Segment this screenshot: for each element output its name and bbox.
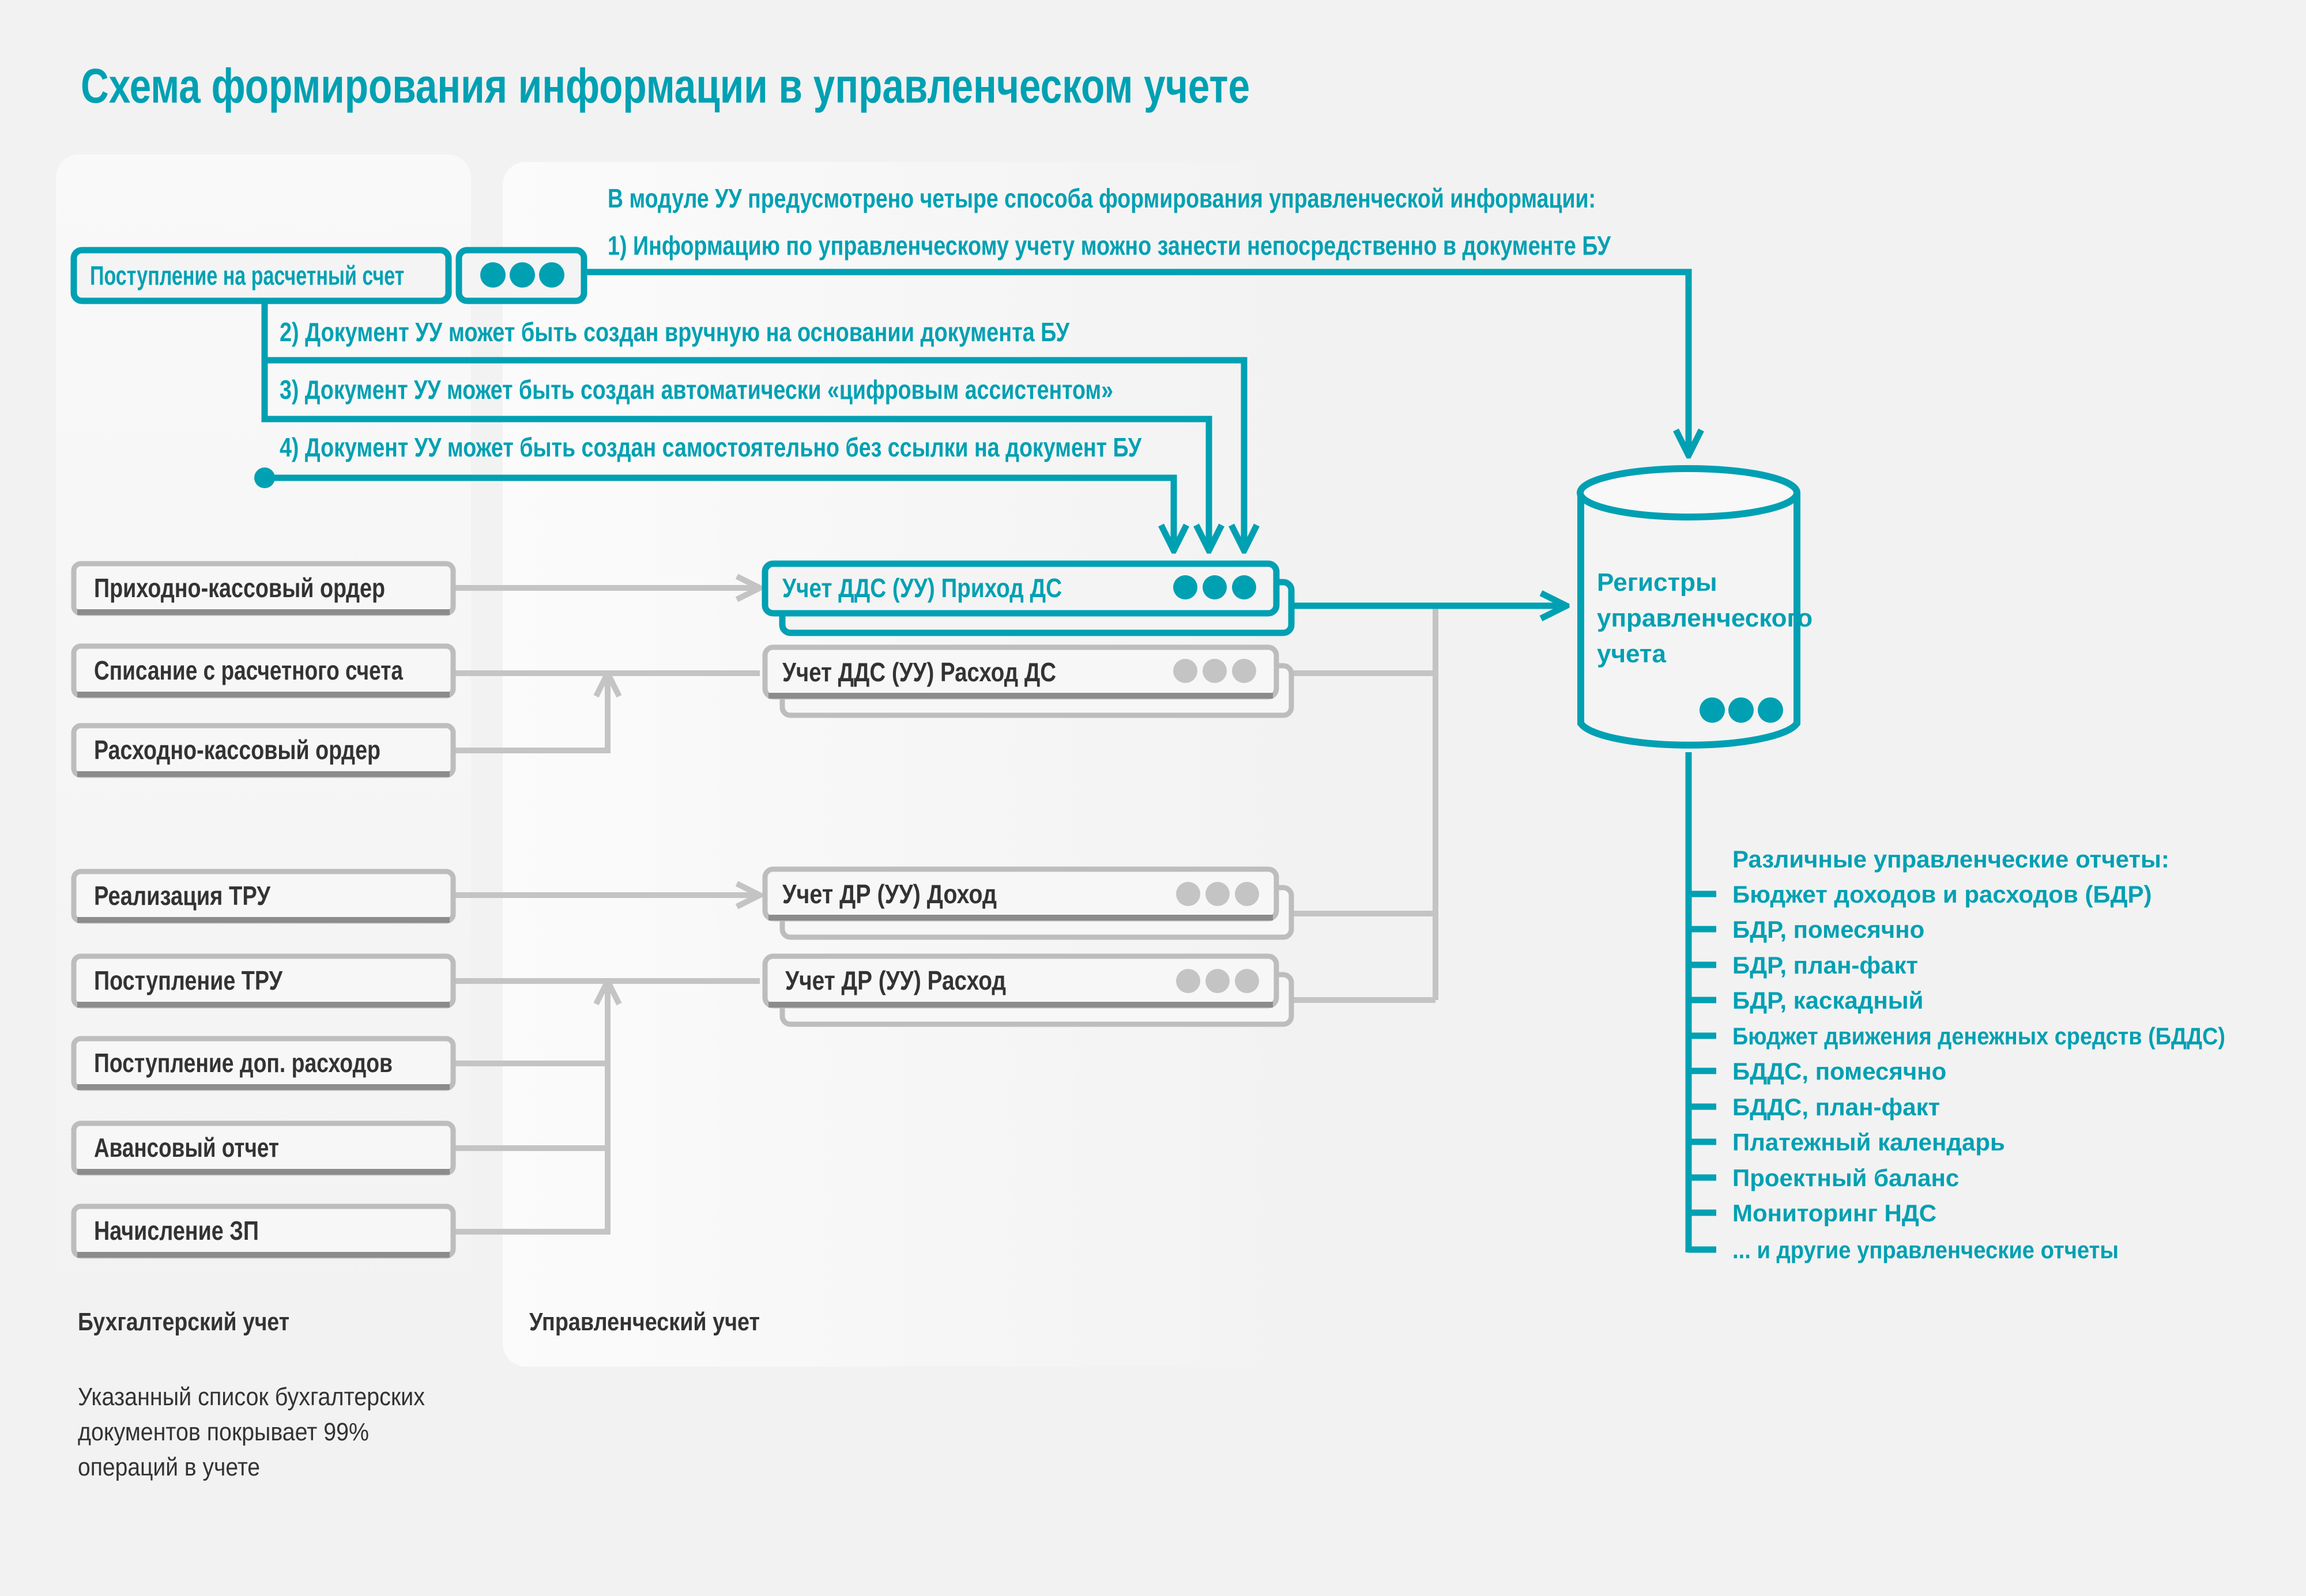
more-dots-icon bbox=[480, 262, 564, 288]
more-dots-icon[interactable] bbox=[1700, 697, 1783, 723]
accounting-panel-label: Бухгалтерский учет bbox=[78, 1308, 289, 1336]
accounting-doc-box[interactable]: Реализация ТРУ bbox=[71, 869, 456, 924]
registers-label-1: Регистры bbox=[1597, 568, 1717, 597]
source-document-box[interactable] bbox=[70, 247, 452, 304]
accounting-doc-label: Реализация ТРУ bbox=[94, 881, 271, 911]
management-doc-box[interactable]: Учет ДР (УУ) Доход bbox=[762, 866, 1294, 940]
accounting-doc-box[interactable]: Авансовый отчет bbox=[71, 1120, 456, 1176]
report-item[interactable]: БДДС, план-факт bbox=[1732, 1093, 1940, 1120]
accounting-doc-box[interactable]: Начисление ЗП bbox=[71, 1203, 456, 1259]
accounting-doc-box[interactable]: Списание с расчетного счета bbox=[71, 643, 456, 699]
accounting-doc-box[interactable]: Приходно-кассовый ордер bbox=[71, 561, 456, 616]
report-item[interactable]: БДДС, помесячно bbox=[1732, 1058, 1946, 1085]
report-item[interactable]: Бюджет доходов и расходов (БДР) bbox=[1732, 881, 2152, 908]
more-dots-icon[interactable] bbox=[1176, 882, 1259, 906]
management-doc-label: Учет ДДС (УУ) Расход ДС bbox=[782, 657, 1056, 687]
source-more-button[interactable] bbox=[455, 247, 587, 304]
accounting-doc-label: Приходно-кассовый ордер bbox=[94, 573, 385, 603]
registers-database[interactable]: Регистры управленческого учета bbox=[1577, 465, 1813, 749]
report-item[interactable]: ... и другие управленческие отчеты bbox=[1732, 1236, 2119, 1263]
management-doc-box-active[interactable]: Учет ДДС (УУ) Приход ДС bbox=[762, 560, 1295, 636]
accounting-doc-label: Авансовый отчет bbox=[94, 1133, 279, 1163]
report-item[interactable]: БДР, план-факт bbox=[1732, 952, 1918, 979]
accounting-doc-label: Расходно-кассовый ордер bbox=[94, 735, 380, 765]
report-item[interactable]: Бюджет движения денежных средств (БДДС) bbox=[1732, 1023, 2225, 1050]
more-dots-icon[interactable] bbox=[1176, 969, 1259, 993]
method-1-text: 1) Информацию по управленческому учету м… bbox=[608, 231, 1611, 261]
connector-costs bbox=[453, 981, 760, 1235]
accounting-doc-label: Поступление ТРУ bbox=[94, 965, 283, 995]
page-title: Схема формирования информации в управлен… bbox=[81, 59, 1250, 113]
registers-label-3: учета bbox=[1597, 640, 1666, 668]
registers-label-2: управленческого bbox=[1597, 604, 1813, 632]
intro-heading: В модуле УУ предусмотрено четыре способа… bbox=[608, 183, 1596, 213]
method-3-arrow bbox=[261, 357, 1209, 550]
accounting-doc-box[interactable]: Поступление ТРУ bbox=[71, 953, 456, 1009]
management-panel bbox=[503, 162, 1310, 1367]
more-dots-icon[interactable] bbox=[1173, 659, 1256, 683]
report-item[interactable]: Проектный баланс bbox=[1732, 1164, 1959, 1191]
accounting-doc-label: Начисление ЗП bbox=[94, 1216, 259, 1246]
management-doc-box[interactable]: Учет ДДС (УУ) Расход ДС bbox=[762, 644, 1294, 718]
connector-expense-cash bbox=[453, 673, 760, 753]
method-3-text: 3) Документ УУ может быть создан автомат… bbox=[280, 375, 1113, 405]
source-document-label: Поступление на расчетный счет bbox=[90, 261, 405, 290]
method-4-arrow bbox=[265, 474, 1174, 550]
report-item[interactable]: БДР, каскадный bbox=[1732, 987, 1924, 1014]
report-item[interactable]: БДР, помесячно bbox=[1732, 916, 1924, 943]
management-panel-label: Управленческий учет bbox=[529, 1308, 760, 1336]
more-dots-icon[interactable] bbox=[1173, 575, 1256, 599]
note-line-1: Указанный список бухгалтерских bbox=[78, 1383, 425, 1411]
management-doc-label: Учет ДР (УУ) Расход bbox=[785, 965, 1006, 995]
method-2-text: 2) Документ УУ может быть создан вручную… bbox=[280, 317, 1070, 347]
method-1-arrow bbox=[584, 269, 1689, 455]
note-line-2: документов покрывает 99% bbox=[78, 1418, 369, 1446]
accounting-doc-box[interactable]: Расходно-кассовый ордер bbox=[71, 723, 456, 778]
method-2-arrow bbox=[261, 301, 1244, 550]
note-line-3: операций в учете bbox=[78, 1453, 260, 1481]
reports-heading: Различные управленческие отчеты: bbox=[1732, 846, 2169, 873]
management-doc-box[interactable]: Учет ДР (УУ) Расход bbox=[762, 953, 1294, 1027]
report-item[interactable]: Платежный календарь bbox=[1732, 1129, 2005, 1156]
connector-to-registers-gray bbox=[1291, 606, 1438, 1003]
accounting-doc-label: Поступление доп. расходов bbox=[94, 1048, 393, 1078]
accounting-doc-box[interactable]: Поступление доп. расходов bbox=[71, 1036, 456, 1091]
accounting-doc-label: Списание с расчетного счета bbox=[94, 655, 403, 685]
method-4-text: 4) Документ УУ может быть создан самосто… bbox=[280, 432, 1142, 462]
management-doc-label: Учет ДР (УУ) Доход bbox=[782, 879, 997, 909]
management-doc-label: Учет ДДС (УУ) Приход ДС bbox=[782, 573, 1062, 603]
report-item[interactable]: Мониторинг НДС bbox=[1732, 1199, 1936, 1227]
reports-tree-line bbox=[1685, 752, 1716, 1253]
